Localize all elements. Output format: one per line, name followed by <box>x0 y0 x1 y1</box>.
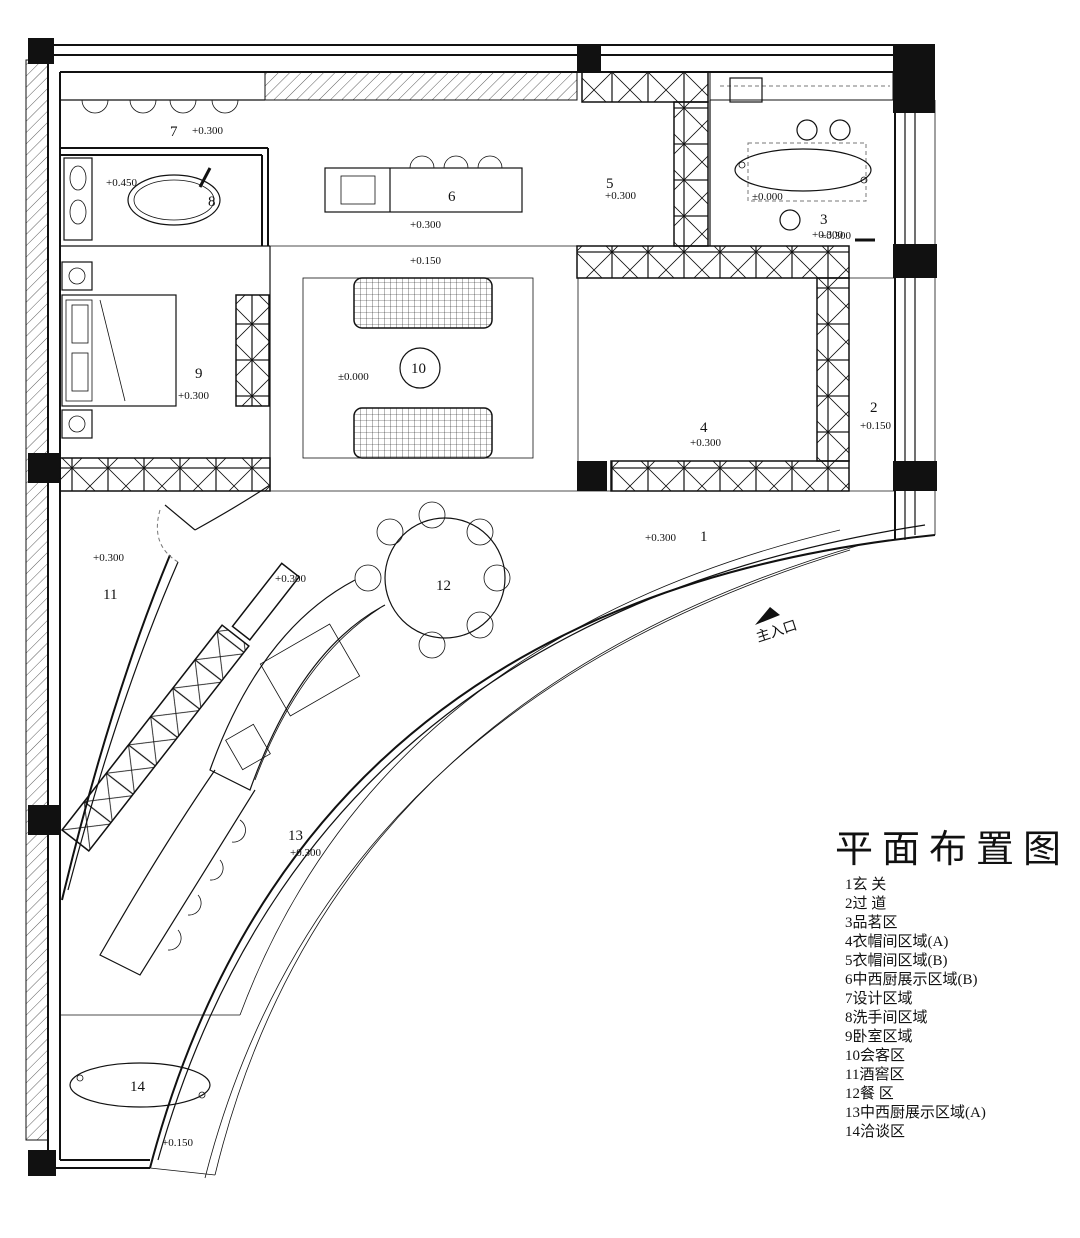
level-marker: +0.150 <box>162 1137 193 1149</box>
bedroom-furniture <box>61 261 177 439</box>
legend-item: 7设计区域 <box>845 991 913 1007</box>
wine-rack-cabinets <box>60 562 301 852</box>
zone-number: 4 <box>700 420 708 436</box>
zone-number: 5 <box>606 176 614 192</box>
level-marker: +0.150 <box>860 420 891 432</box>
legend-item: 3品茗区 <box>845 915 898 931</box>
legend-item: 14洽谈区 <box>845 1124 906 1140</box>
legend-item: 2过 道 <box>845 896 887 912</box>
top-window-band <box>264 71 894 101</box>
legend-item: 8洗手间区域 <box>845 1010 928 1026</box>
zone-numbers: 1 2 3 4 5 6 7 8 9 10 11 12 13 14 <box>103 124 878 1095</box>
level-marker: ±0.000 <box>752 191 783 203</box>
zone-number: 1 <box>700 529 708 545</box>
dining-area-furniture <box>354 501 511 659</box>
zone-number: 8 <box>208 194 216 210</box>
level-marker: +0.300 <box>93 552 124 564</box>
kitchen-island-a <box>99 579 386 976</box>
design-area-chairs <box>81 99 239 114</box>
zone-number: 14 <box>130 1079 146 1095</box>
zone-number: 12 <box>436 578 451 594</box>
legend-item: 13中西厨展示区域(A) <box>845 1105 986 1121</box>
level-marker: +0.300 <box>645 532 676 544</box>
level-marker: +0.300 <box>605 190 636 202</box>
structural-columns <box>28 38 937 1176</box>
plan-title: 平面布置图 <box>835 829 1071 871</box>
legend-item: 4衣帽间区域(A) <box>845 934 949 950</box>
legend-item: 5衣帽间区域(B) <box>845 953 948 969</box>
level-markers: +0.300 +0.150 +0.300 +0.300 +0.300 +0.30… <box>93 125 891 1149</box>
level-marker: +0.450 <box>106 177 137 189</box>
zone-number: 3 <box>820 212 828 228</box>
reception-area-furniture <box>302 277 534 459</box>
interior-partitions <box>60 99 895 492</box>
zone-number: 10 <box>411 361 426 377</box>
level-marker: +0.300 <box>812 229 843 241</box>
legend-item: 12餐 区 <box>845 1086 894 1102</box>
zone-number: 11 <box>103 587 117 603</box>
level-marker: +0.300 <box>690 437 721 449</box>
legend-item: 1玄 关 <box>845 877 887 893</box>
legend-item: 9卧室区域 <box>845 1029 913 1045</box>
zone-legend: 1玄 关 2过 道 3品茗区 4衣帽间区域(A) 5衣帽间区域(B) 6中西厨展… <box>845 876 986 1142</box>
kitchen-island-b <box>324 155 523 213</box>
consultation-table <box>69 1062 211 1108</box>
legend-item: 10会客区 <box>845 1048 906 1064</box>
level-marker: +0.300 <box>410 219 441 231</box>
level-marker: +0.300 <box>178 390 209 402</box>
outer-walls <box>40 44 936 1169</box>
level-marker: +0.300 <box>290 847 321 859</box>
level-marker: ±0.000 <box>338 371 369 383</box>
entrance-arrow-icon <box>755 607 780 625</box>
zone-number: 6 <box>448 189 456 205</box>
curved-entrance-wall <box>60 524 936 1179</box>
level-marker: +0.300 <box>192 125 223 137</box>
tea-area-furniture <box>729 77 875 242</box>
exterior-wall-left <box>25 59 49 1141</box>
zone-number: 9 <box>195 366 203 382</box>
bathroom-fixtures <box>63 157 221 241</box>
level-marker: +0.300 <box>820 230 851 242</box>
zone-number: 7 <box>170 124 178 140</box>
zone-number: 13 <box>288 828 303 844</box>
wardrobe-cabinets <box>59 71 850 492</box>
zone-number: 2 <box>870 400 878 416</box>
legend-item: 6中西厨展示区域(B) <box>845 972 978 988</box>
legend-item: 11酒窖区 <box>845 1067 905 1083</box>
level-marker: +0.300 <box>275 573 306 585</box>
level-marker: +0.150 <box>410 255 441 267</box>
